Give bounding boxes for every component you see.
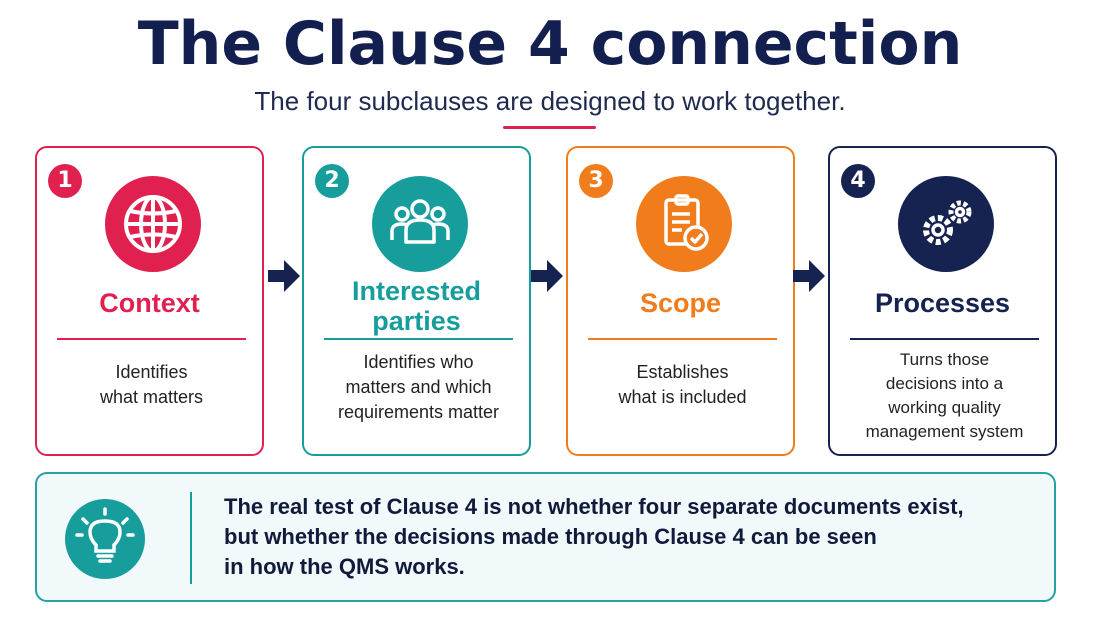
card-title: Interested parties: [351, 276, 482, 336]
step-number-badge: 4: [841, 164, 875, 198]
card-description: Turns those decisions into a working qua…: [865, 350, 1024, 441]
card-divider: [57, 338, 246, 340]
card-scope: 3 Scope Establishes what is included: [566, 146, 795, 456]
callout-line: The real test of Clause 4 is not whether…: [224, 494, 964, 519]
step-number-badge: 2: [315, 164, 349, 198]
arrow-right-icon: [268, 260, 300, 292]
step-number-badge: 3: [579, 164, 613, 198]
card-title: Processes: [874, 288, 1011, 318]
card-context: 1 Context Identifies what matters: [35, 146, 264, 456]
callout-text: The real test of Clause 4 is not whether…: [224, 492, 1044, 582]
people-group-icon: [372, 176, 468, 272]
callout-line: but whether the decisions made through C…: [224, 524, 877, 549]
step-number-badge: 1: [48, 164, 82, 198]
arrow-right-icon: [793, 260, 825, 292]
arrow-right-icon: [531, 260, 563, 292]
page-title: The Clause 4 connection: [137, 9, 963, 79]
card-description: Identifies who matters and which require…: [337, 352, 500, 422]
card-interested-parties: 2 Interested parties Identifies who matt…: [302, 146, 531, 456]
clipboard-check-icon: [636, 176, 732, 272]
key-insight-callout: The real test of Clause 4 is not whether…: [35, 472, 1056, 602]
card-description: Establishes what is included: [618, 362, 747, 407]
card-divider: [850, 338, 1039, 340]
accent-divider: [503, 126, 596, 129]
globe-icon: [105, 176, 201, 272]
card-divider: [588, 338, 777, 340]
card-title: Scope: [639, 288, 722, 318]
card-title: Context: [99, 288, 200, 318]
callout-line: in how the QMS works.: [224, 554, 465, 579]
card-description: Identifies what matters: [99, 362, 204, 407]
lightbulb-icon: [65, 499, 145, 579]
card-processes: 4 Processes Turns those decisions into a…: [828, 146, 1057, 456]
gears-icon: [898, 176, 994, 272]
card-divider: [324, 338, 513, 340]
callout-separator: [190, 492, 192, 584]
page-subtitle: The four subclauses are designed to work…: [254, 86, 846, 116]
